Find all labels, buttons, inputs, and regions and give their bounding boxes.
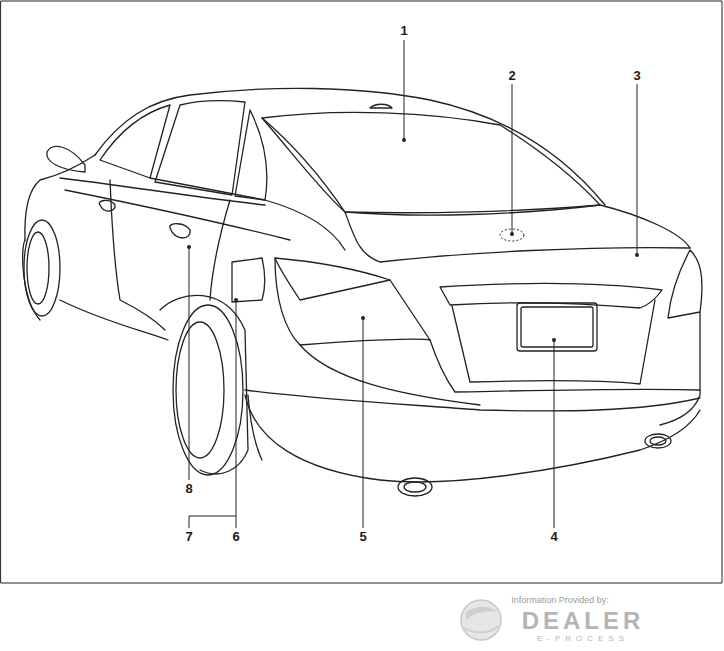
watermark-text: Information Provided by: — [511, 595, 609, 605]
callout-number: 5 — [358, 530, 367, 544]
callout-number: 2 — [507, 69, 516, 83]
watermark-text: DEALER — [522, 607, 645, 635]
callout-number: 4 — [549, 530, 558, 544]
callout-number: 3 — [632, 69, 641, 83]
callout-number: 8 — [184, 482, 193, 496]
callout-number: 1 — [399, 24, 408, 38]
watermark-logo — [461, 600, 501, 640]
callout-number: 7 — [184, 530, 193, 544]
watermark-text: E-PROCESS — [537, 634, 629, 643]
callout-number: 6 — [231, 530, 240, 544]
